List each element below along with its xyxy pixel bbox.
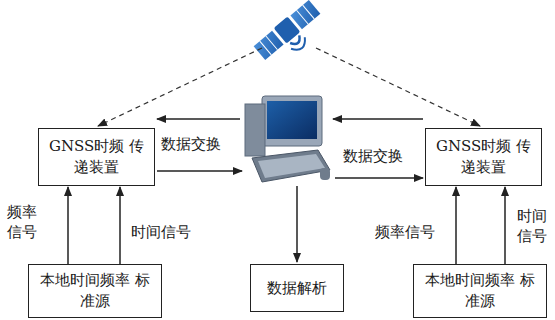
signal-line — [98, 48, 262, 126]
node-text: GNSS时频 传递装置 — [435, 136, 532, 178]
edge-label: 频率 信号 — [6, 202, 42, 242]
signal-arrow — [119, 187, 121, 264]
signal-arrow — [455, 187, 457, 264]
node-text: 本地时间频率 标准源 — [38, 270, 152, 312]
process-box: 数据解析 — [250, 264, 344, 312]
source-box: 本地时间频率 标准源 — [28, 264, 162, 318]
device-box: GNSS时频 传递装置 — [38, 128, 155, 186]
signal-arrow — [67, 187, 69, 264]
data-arrow — [335, 177, 423, 179]
data-arrow — [333, 118, 423, 120]
computer-icon — [245, 96, 330, 182]
source-box: 本地时间频率 标准源 — [413, 264, 547, 318]
data-arrow — [157, 118, 240, 120]
data-label: 数据交换 — [160, 134, 222, 154]
node-text: GNSS时频 传递装置 — [48, 136, 145, 178]
data-label: 数据交换 — [342, 146, 404, 166]
signal-arrow — [504, 187, 506, 264]
edge-label: 时间 信号 — [516, 206, 552, 246]
data-arrow — [157, 170, 242, 172]
edge-label: 时间信号 — [130, 222, 202, 242]
satellite-icon — [253, 0, 330, 71]
edge-label: 频率信号 — [374, 222, 446, 242]
data-arrow — [296, 186, 298, 262]
node-text: 本地时间频率 标准源 — [423, 270, 537, 312]
device-box: GNSS时频 传递装置 — [425, 128, 542, 186]
node-text: 数据解析 — [260, 278, 334, 299]
signal-line — [316, 48, 480, 126]
